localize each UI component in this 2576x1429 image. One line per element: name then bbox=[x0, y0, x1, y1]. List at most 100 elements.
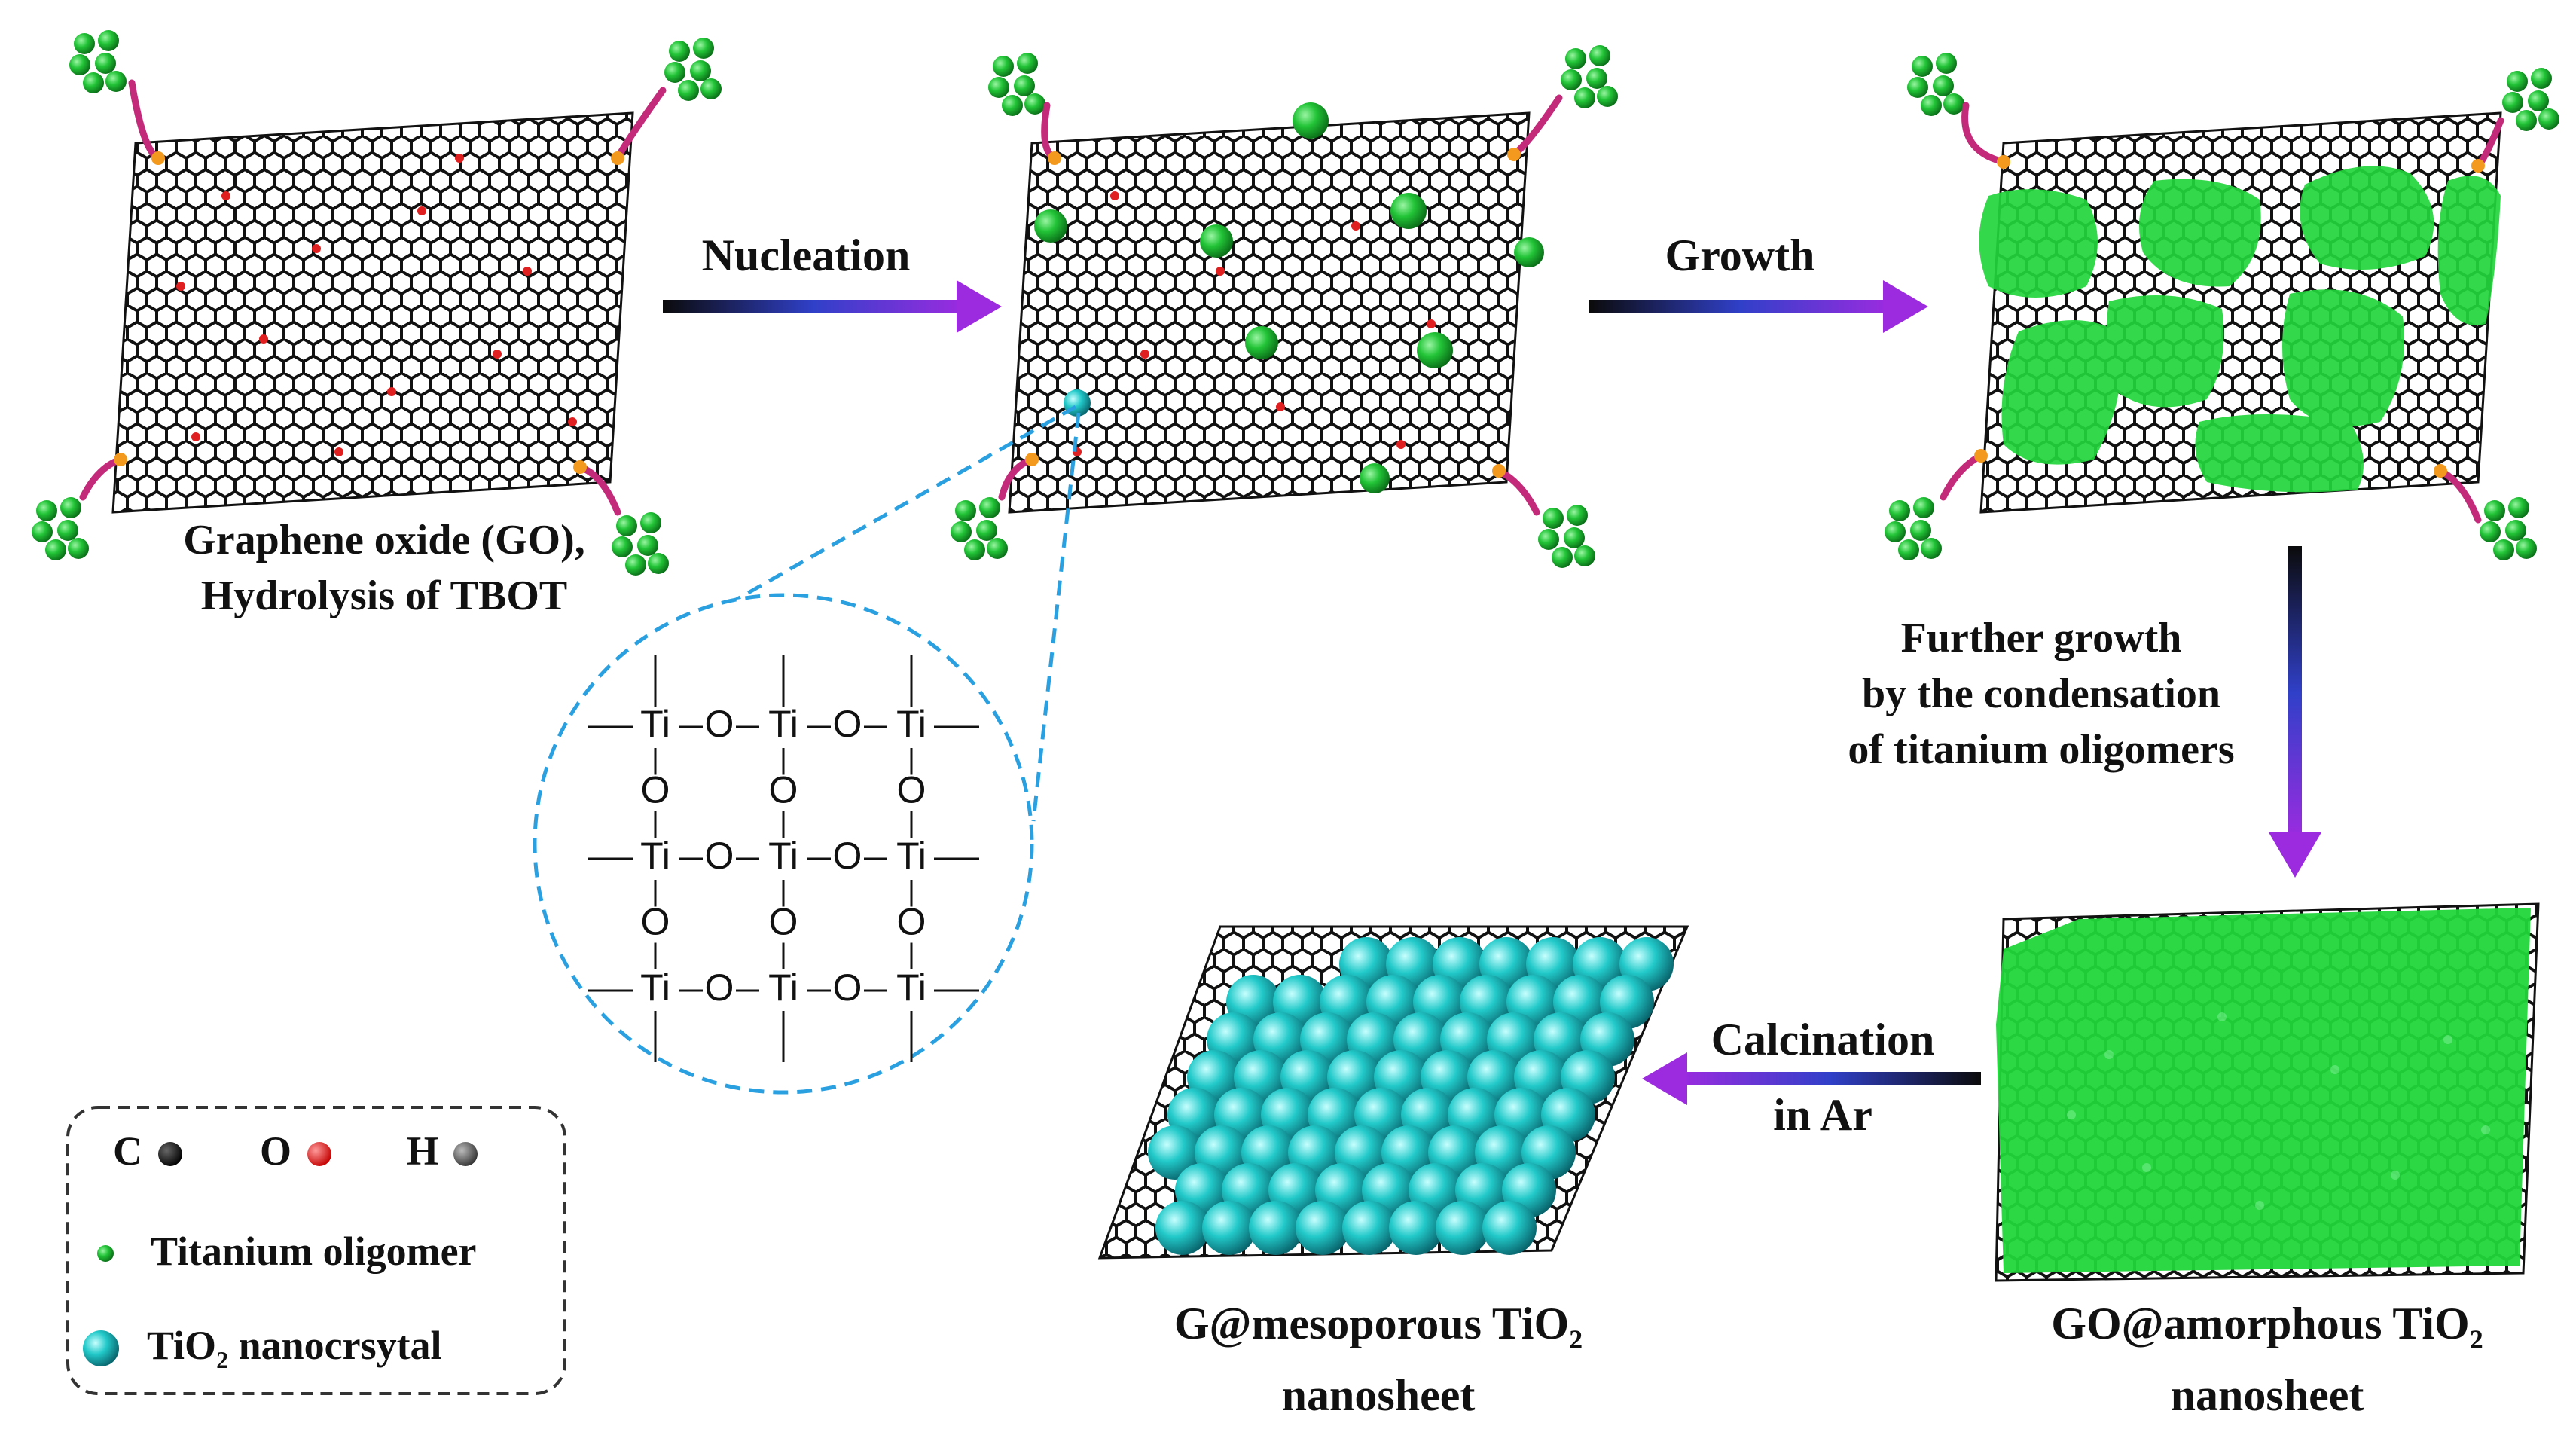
precursor-cluster bbox=[951, 497, 1008, 560]
ti-atom: Ti bbox=[896, 835, 926, 877]
precursor-arrow bbox=[1961, 102, 2007, 166]
precursor-cluster bbox=[1538, 505, 1595, 568]
o-atom: O bbox=[705, 966, 734, 1009]
precursor-cluster bbox=[988, 53, 1045, 116]
legend-h-label: H bbox=[407, 1128, 439, 1174]
tio2-sphere bbox=[1436, 1201, 1490, 1255]
tio2-sphere bbox=[1202, 1201, 1256, 1255]
go-caption-line2: Hydrolysis of TBOT bbox=[200, 573, 568, 619]
mesoporous-caption-line2: nanosheet bbox=[1281, 1370, 1476, 1420]
nuclei bbox=[1034, 102, 1544, 493]
precursor-arrows bbox=[79, 79, 2504, 524]
tio2-sphere bbox=[1482, 1201, 1537, 1255]
precursor-arrow-tip bbox=[1507, 148, 1521, 161]
legend-c-label: C bbox=[113, 1128, 142, 1174]
go-caption: Graphene oxide (GO), Hydrolysis of TBOT bbox=[98, 512, 670, 624]
growth-sheet bbox=[1979, 111, 2502, 514]
precursor-arrow-tip bbox=[1997, 155, 2010, 169]
legend-o-label: O bbox=[260, 1128, 292, 1174]
tio2-sphere bbox=[1155, 1201, 1210, 1255]
amorphous-caption: GO@amorphous TiO2 nanosheet bbox=[1988, 1296, 2546, 1423]
further-growth-line3: of titanium oligomers bbox=[1848, 726, 2235, 773]
precursor-cluster bbox=[1907, 53, 1964, 116]
hydrogen-icon bbox=[453, 1142, 478, 1166]
oligomer-icon bbox=[97, 1245, 114, 1262]
nucleation-arrow bbox=[663, 280, 1002, 333]
precursor-cluster bbox=[32, 497, 89, 560]
legend-tio2-sub: 2 bbox=[216, 1345, 229, 1373]
go-sheet bbox=[111, 111, 634, 514]
mesoporous-sheet bbox=[1097, 925, 1689, 1260]
ti-atom: Ti bbox=[768, 835, 798, 877]
calcination-arrow bbox=[1642, 1052, 1981, 1105]
growth-arrow bbox=[1589, 280, 1928, 333]
o-atom: O bbox=[897, 769, 926, 811]
precursor-arrow-tip bbox=[1492, 464, 1506, 478]
legend-box bbox=[66, 1106, 566, 1395]
precursor-arrow-tip bbox=[2434, 464, 2447, 478]
ti-atom: Ti bbox=[896, 703, 926, 745]
further-growth-arrow bbox=[2269, 546, 2321, 878]
precursor-cluster bbox=[612, 512, 669, 576]
o-atom: O bbox=[769, 901, 798, 943]
legend-tio2-post: nanocrsytal bbox=[228, 1323, 442, 1368]
tio2-sphere bbox=[1342, 1201, 1396, 1255]
o-atom: O bbox=[641, 769, 670, 811]
o-atom: O bbox=[833, 703, 862, 745]
amorphous-speckle bbox=[2067, 1012, 2490, 1210]
ti-atom: Ti bbox=[768, 966, 798, 1009]
amorphous-caption-line2: nanosheet bbox=[2170, 1370, 2364, 1420]
legend-tio2-pre: TiO bbox=[147, 1323, 217, 1368]
oxygen-icon bbox=[307, 1142, 331, 1166]
further-growth-line2: by the condensation bbox=[1861, 670, 2221, 717]
precursor-arrow-tip bbox=[2471, 159, 2485, 173]
o-atom: O bbox=[769, 769, 798, 811]
amorphous-caption-line1: GO@amorphous TiO bbox=[2051, 1299, 2470, 1348]
amorphous-caption-sub: 2 bbox=[2469, 1324, 2483, 1354]
calcination-line2: in Ar bbox=[1773, 1090, 1872, 1140]
legend-tio2-label: TiO2 nanocrsytal bbox=[147, 1322, 442, 1374]
legend-oligomer-label: Titanium oligomer bbox=[151, 1229, 477, 1274]
precursor-arrow-tip bbox=[611, 151, 624, 165]
ti-atom: Ti bbox=[640, 835, 670, 877]
precursor-arrow bbox=[1940, 452, 1985, 501]
precursor-arrow-tip bbox=[1048, 151, 1061, 165]
calcination-label: Calcination in Ar bbox=[1672, 1002, 1973, 1153]
mesoporous-caption: G@mesoporous TiO2 nanosheet bbox=[1115, 1296, 1642, 1423]
precursor-arrow bbox=[1495, 467, 1540, 516]
calcination-line1: Calcination bbox=[1711, 1015, 1935, 1064]
precursor-arrow-tip bbox=[1974, 449, 1988, 463]
further-growth-line1: Further growth bbox=[1900, 615, 2182, 661]
ti-atom: Ti bbox=[640, 703, 670, 745]
precursor-cluster bbox=[2480, 497, 2537, 560]
precursor-arrow-tip bbox=[151, 151, 165, 165]
precursor-cluster bbox=[664, 38, 722, 101]
oxygen-dots bbox=[176, 154, 577, 456]
o-atom: O bbox=[641, 901, 670, 943]
tio2-nanocrystals bbox=[1148, 937, 1674, 1255]
precursor-arrow-tip bbox=[114, 453, 127, 466]
o-atom: O bbox=[833, 966, 862, 1009]
o-atom: O bbox=[833, 835, 862, 877]
tio2-sphere bbox=[1389, 1201, 1443, 1255]
precursor-clusters bbox=[32, 30, 2559, 576]
ti-atom: Ti bbox=[896, 966, 926, 1009]
o-atom: O bbox=[705, 703, 734, 745]
growth-label: Growth bbox=[1665, 231, 1815, 280]
oligomer-islands bbox=[1979, 166, 2501, 493]
tio2-sphere bbox=[1249, 1201, 1303, 1255]
precursor-cluster bbox=[1885, 497, 1942, 560]
mesoporous-caption-sub: 2 bbox=[1569, 1324, 1583, 1354]
carbon-icon bbox=[158, 1142, 182, 1166]
o-atom: O bbox=[897, 901, 926, 943]
precursor-cluster bbox=[69, 30, 127, 93]
go-caption-line1: Graphene oxide (GO), bbox=[183, 517, 585, 563]
precursor-cluster bbox=[1561, 45, 1618, 108]
ti-atom: Ti bbox=[640, 966, 670, 1009]
precursor-arrow-tip bbox=[573, 460, 587, 474]
precursor-arrow-tip bbox=[1025, 453, 1039, 466]
